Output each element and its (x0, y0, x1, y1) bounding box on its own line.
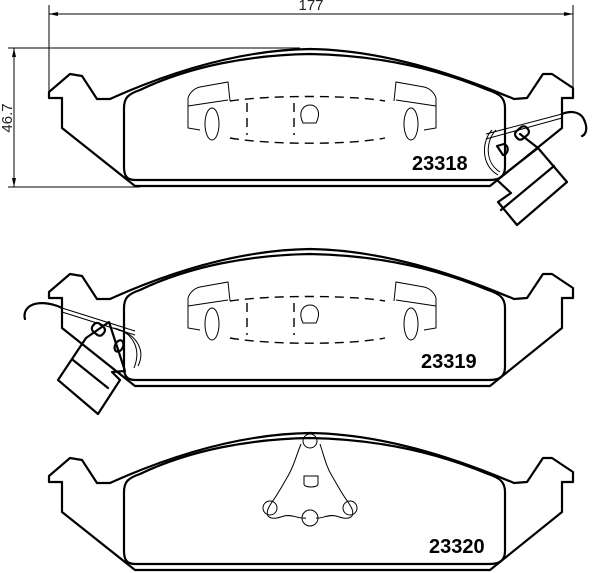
brake-pad-23319: 23319 (23, 247, 575, 416)
dimension-width: 177 (48, 0, 574, 92)
wear-sensor-right (484, 111, 588, 227)
triangular-clip (262, 433, 358, 527)
part-number-label: 23318 (412, 153, 468, 175)
wear-sensor-left (23, 302, 142, 416)
width-dimension-label: 177 (298, 0, 323, 14)
spring-clip-outline (187, 281, 437, 344)
spring-clip-outline (187, 81, 437, 144)
part-number-label: 23319 (421, 351, 477, 373)
dimension-height: 46.7 (0, 47, 300, 188)
brake-pad-23318: 23318 (47, 47, 588, 227)
height-dimension-label: 46.7 (0, 103, 16, 132)
part-number-label: 23320 (429, 536, 485, 558)
brake-pad-23320: 23320 (47, 431, 575, 572)
